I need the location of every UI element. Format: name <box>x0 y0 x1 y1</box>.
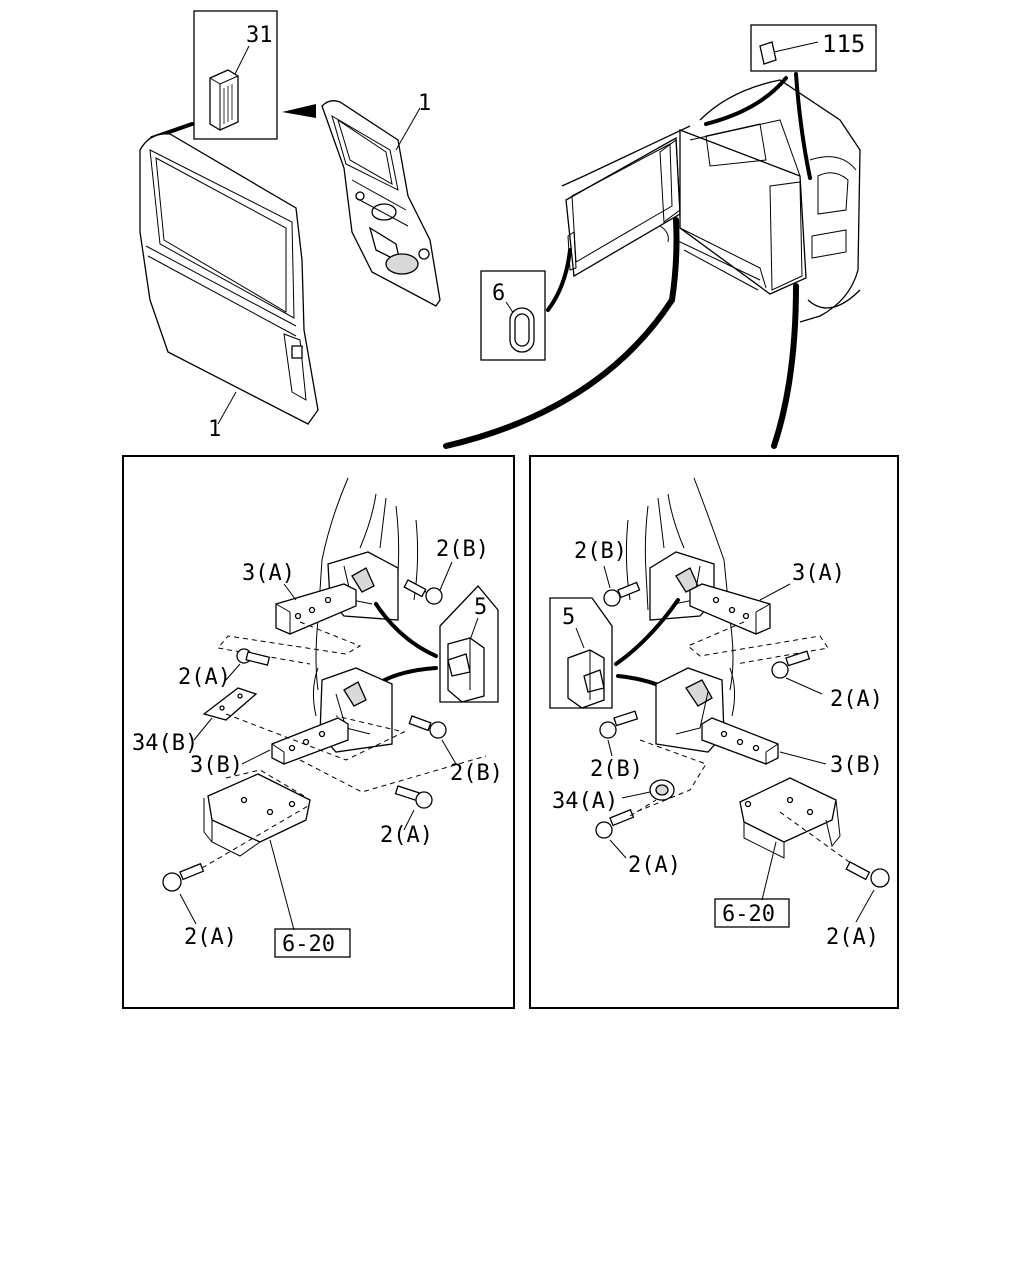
label-2A-right: 2(A) <box>380 823 433 848</box>
arrow-icon <box>282 104 316 118</box>
bolt-icon <box>394 785 433 809</box>
callout-1-bottom-label: 1 <box>208 417 221 442</box>
left-detail-panel: 2(B) 3(A) 5 2(A) 34 <box>122 455 515 1009</box>
label-2B-bottom: 2(B) <box>450 761 503 786</box>
leader-line <box>794 72 812 180</box>
bolt-icon <box>603 581 641 607</box>
bracket-plate <box>203 773 311 857</box>
spacer-block-icon <box>567 649 605 709</box>
label-2A-mid-right: 2(A) <box>830 687 883 712</box>
part-31-callout: 31 <box>193 10 278 140</box>
label-2B-left-right: 2(B) <box>590 757 643 782</box>
bolt-icon <box>845 861 890 888</box>
ref-6-20-right: 6-20 <box>722 902 775 927</box>
label-2A-bottom: 2(A) <box>184 925 237 950</box>
bolt-icon <box>162 862 205 892</box>
part-115-callout: 115 <box>750 24 877 72</box>
bolt-icon <box>771 650 811 679</box>
leader-line <box>546 248 572 312</box>
door-inner-panel <box>321 100 441 307</box>
label-3B-right: 3(B) <box>830 753 883 778</box>
callout-6-label: 6 <box>492 281 505 306</box>
bolt-icon <box>595 808 635 839</box>
label-34B: 34(B) <box>132 731 198 756</box>
label-2A-lower-right: 2(A) <box>628 853 681 878</box>
label-5-right: 5 <box>562 605 575 630</box>
callout-115-label: 115 <box>822 30 865 58</box>
leader-line <box>443 217 680 449</box>
label-3A-right: 3(A) <box>792 561 845 586</box>
right-detail-panel: 3(A) 2(B) 5 2(A) <box>529 455 899 1009</box>
bolt-icon <box>599 710 639 739</box>
label-2B-top-right: 2(B) <box>574 539 627 564</box>
leader-line <box>374 602 438 658</box>
sliding-door-outer <box>139 133 319 425</box>
label-2A-mid: 2(A) <box>178 665 231 690</box>
callout-31-label: 31 <box>246 23 273 48</box>
label-5-left: 5 <box>474 595 487 620</box>
part-6-callout: 6 <box>480 270 546 361</box>
label-2A-bottom-right: 2(A) <box>826 925 879 950</box>
bracket-plate <box>739 777 841 859</box>
label-34A: 34(A) <box>552 789 618 814</box>
label-3A: 3(A) <box>242 561 295 586</box>
bolt-icon <box>236 648 271 666</box>
vehicle-body <box>561 79 861 323</box>
leader-line <box>771 283 799 449</box>
washer-icon <box>649 779 675 801</box>
label-2B-top: 2(B) <box>436 537 489 562</box>
leader-line <box>614 598 680 666</box>
callout-1-top-label: 1 <box>418 91 431 116</box>
leader-line <box>704 76 788 126</box>
label-3B: 3(B) <box>190 753 243 778</box>
label-tag-icon <box>759 41 777 65</box>
bolt-icon <box>408 715 447 739</box>
clip-part-icon <box>209 69 239 131</box>
part-5-callout: 5 <box>439 585 499 703</box>
grommet-icon <box>509 307 535 353</box>
shim-plate-icon <box>202 687 258 721</box>
part-5-callout-right: 5 <box>549 597 613 709</box>
spacer-block-icon <box>447 637 485 703</box>
bolt-icon <box>403 579 443 605</box>
ref-6-20-left: 6-20 <box>282 932 335 957</box>
